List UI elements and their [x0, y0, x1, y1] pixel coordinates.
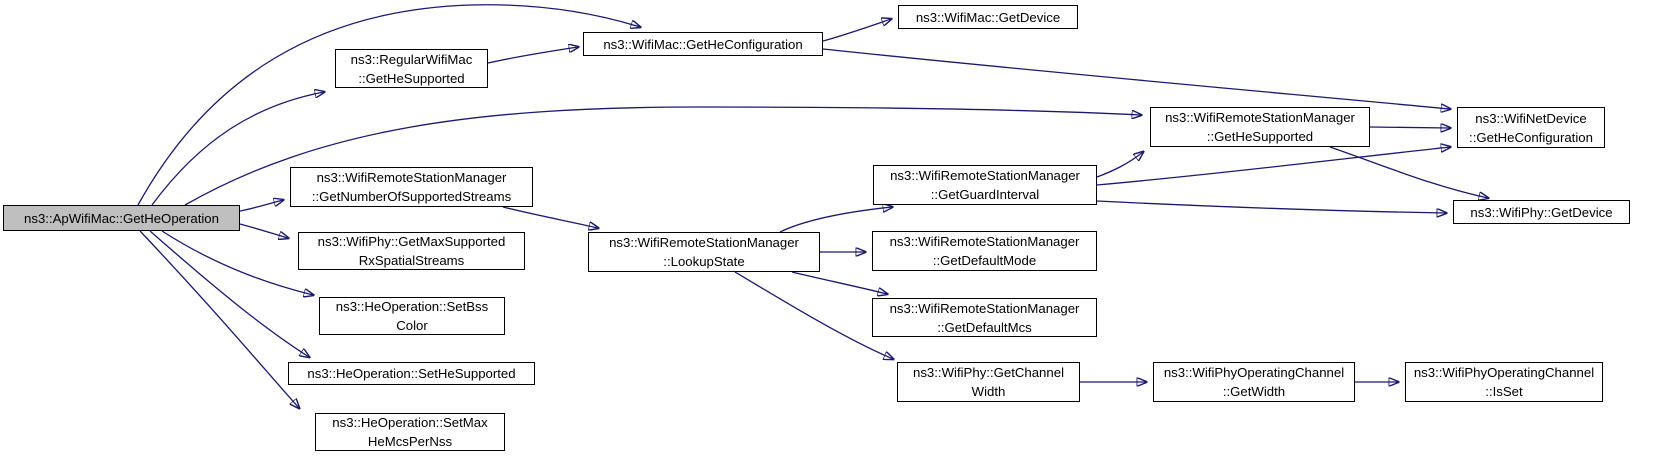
edge-getguardinterval-to-wrsm-gethesupported — [1096, 152, 1143, 178]
node-label: ::LookupState — [663, 254, 745, 269]
edge-getheoperation-to-getnumberofsupportedstreams — [239, 200, 283, 212]
edge-getheoperation-to-wrsm-gethesupported — [184, 106, 1141, 206]
node-label: ns3::WifiNetDevice — [1475, 110, 1587, 126]
node-label: ::GetHeSupported — [358, 70, 465, 86]
node-label: ::GetHeConfiguration — [1469, 129, 1593, 145]
edge-wrsm-gethesupported-to-wifiphy-getdevice — [1329, 146, 1488, 198]
node-label: ::GetWidth — [1222, 384, 1286, 399]
node-wifiphy-operating-channel-is-set[interactable]: ns3::WifiPhyOperatingChannel ::IsSet — [1405, 362, 1603, 402]
node-wifimac-get-device[interactable]: ns3::WifiMac::GetDevice — [898, 5, 1078, 29]
node-wifinetdevice-get-he-configuration[interactable]: ns3::WifiNetDevice ::GetHeConfiguration — [1457, 107, 1605, 148]
node-heoperation-set-bss-color[interactable]: ns3::HeOperation::SetBss Color — [319, 297, 505, 335]
edge-getheoperation-to-setbsscolor — [161, 230, 313, 295]
node-ap-wifimac-get-he-operation: ns3::ApWifiMac::GetHeOperation — [3, 205, 240, 231]
edge-lookupstate-to-getdefaultmcs — [791, 271, 887, 294]
node-label: RxSpatialStreams — [358, 253, 465, 268]
node-label: ns3::WifiRemoteStationManager — [889, 300, 1080, 316]
edge-getheoperation-to-regularwifimac-gethesupported — [151, 92, 324, 206]
edge-lookupstate-to-getguardinterval — [779, 207, 892, 233]
node-label: ns3::HeOperation::SetHeSupported — [307, 366, 516, 381]
node-label: ns3::WifiRemoteStationManager — [889, 234, 1080, 249]
edge-regularwifimac-gethesupported-to-wifimac-getheconfiguration — [487, 47, 578, 64]
edge-getheoperation-to-getmaxsupportedrxspatialstreams — [239, 223, 288, 238]
node-wifiphy-get-channel-width[interactable]: ns3::WifiPhy::GetChannel Width — [897, 362, 1080, 402]
node-label: ns3::WifiPhy::GetMaxSupported — [317, 234, 506, 249]
node-label: ns3::WifiRemoteStationManager — [1165, 110, 1355, 125]
node-wrsm-get-guard-interval[interactable]: ns3::WifiRemoteStationManager ::GetGuard… — [873, 165, 1097, 205]
node-heoperation-set-max-he-mcs-per-nss[interactable]: ns3::HeOperation::SetMax HeMcsPerNss — [315, 413, 505, 451]
node-label: ::GetGuardInterval — [930, 187, 1040, 202]
node-label: Width — [971, 384, 1006, 399]
node-label: ns3::WifiPhy::GetDevice — [1470, 204, 1613, 220]
node-wrsm-lookup-state[interactable]: ns3::WifiRemoteStationManager ::LookupSt… — [588, 232, 820, 272]
node-heoperation-set-he-supported[interactable]: ns3::HeOperation::SetHeSupported — [288, 362, 535, 385]
node-label: ns3::RegularWifiMac — [350, 51, 473, 67]
edge-getnumberofsupportedstreams-to-lookupstate — [502, 206, 598, 228]
node-label: ns3::WifiPhyOperatingChannel — [1163, 365, 1345, 380]
node-wifiphy-operating-channel-get-width[interactable]: ns3::WifiPhyOperatingChannel ::GetWidth — [1153, 362, 1355, 402]
node-wifiphy-get-max-supported-rx-spatial-streams[interactable]: ns3::WifiPhy::GetMaxSupported RxSpatialS… — [298, 232, 525, 270]
node-label: ::GetDefaultMcs — [937, 319, 1032, 335]
node-label: ns3::WifiRemoteStationManager — [316, 170, 507, 185]
node-label: ns3::WifiMac::GetDevice — [915, 9, 1061, 25]
node-label: ::GetHeSupported — [1206, 129, 1314, 144]
node-label: HeMcsPerNss — [367, 434, 453, 449]
edge-lookupstate-to-getchannelwidth — [734, 271, 893, 359]
node-label: ns3::WifiPhyOperatingChannel — [1413, 365, 1595, 380]
node-label: Color — [396, 318, 428, 333]
node-regular-wifimac-get-he-supported[interactable]: ns3::RegularWifiMac ::GetHeSupported — [335, 49, 488, 88]
node-wrsm-get-default-mode[interactable]: ns3::WifiRemoteStationManager ::GetDefau… — [872, 231, 1097, 271]
edge-getheoperation-to-setmaxhemcspernss — [139, 230, 299, 408]
edge-getguardinterval-to-wifinetdevice-getheconfiguration — [1096, 147, 1450, 186]
node-label: ns3::WifiRemoteStationManager — [890, 168, 1080, 183]
node-label: ns3::HeOperation::SetBss — [335, 299, 489, 314]
node-wrsm-get-default-mcs[interactable]: ns3::WifiRemoteStationManager ::GetDefau… — [872, 298, 1097, 337]
edge-wrsm-gethesupported-to-wifinetdevice-getheconfiguration — [1369, 127, 1450, 128]
edge-wifimac-getheconfiguration-to-wifinetdevice-getheconfiguration — [822, 48, 1450, 109]
node-label: ns3::ApWifiMac::GetHeOperation — [24, 210, 219, 226]
node-label: ::IsSet — [1485, 384, 1523, 399]
edge-getheoperation-to-sethesupported — [149, 230, 309, 357]
edge-wifimac-getheconfiguration-to-wifimac-getdevice — [822, 19, 891, 42]
node-label: ns3::WifiPhy::GetChannel — [913, 365, 1064, 380]
node-wifimac-get-he-configuration[interactable]: ns3::WifiMac::GetHeConfiguration — [583, 32, 823, 56]
edge-getguardinterval-to-wifiphy-getdevice — [1096, 200, 1446, 213]
node-label: ns3::HeOperation::SetMax — [332, 415, 488, 430]
node-label: ns3::WifiRemoteStationManager — [609, 235, 799, 250]
node-label: ns3::WifiMac::GetHeConfiguration — [603, 36, 803, 52]
node-label: ::GetDefaultMode — [932, 253, 1037, 268]
node-label: ::GetNumberOfSupportedStreams — [311, 189, 512, 204]
node-wrsm-get-he-supported[interactable]: ns3::WifiRemoteStationManager ::GetHeSup… — [1150, 107, 1370, 147]
edge-getheoperation-to-wifimac-getheconfiguration — [137, 4, 640, 206]
node-wrsm-get-number-of-supported-streams[interactable]: ns3::WifiRemoteStationManager ::GetNumbe… — [290, 167, 533, 207]
node-wifiphy-get-device[interactable]: ns3::WifiPhy::GetDevice — [1453, 200, 1630, 224]
